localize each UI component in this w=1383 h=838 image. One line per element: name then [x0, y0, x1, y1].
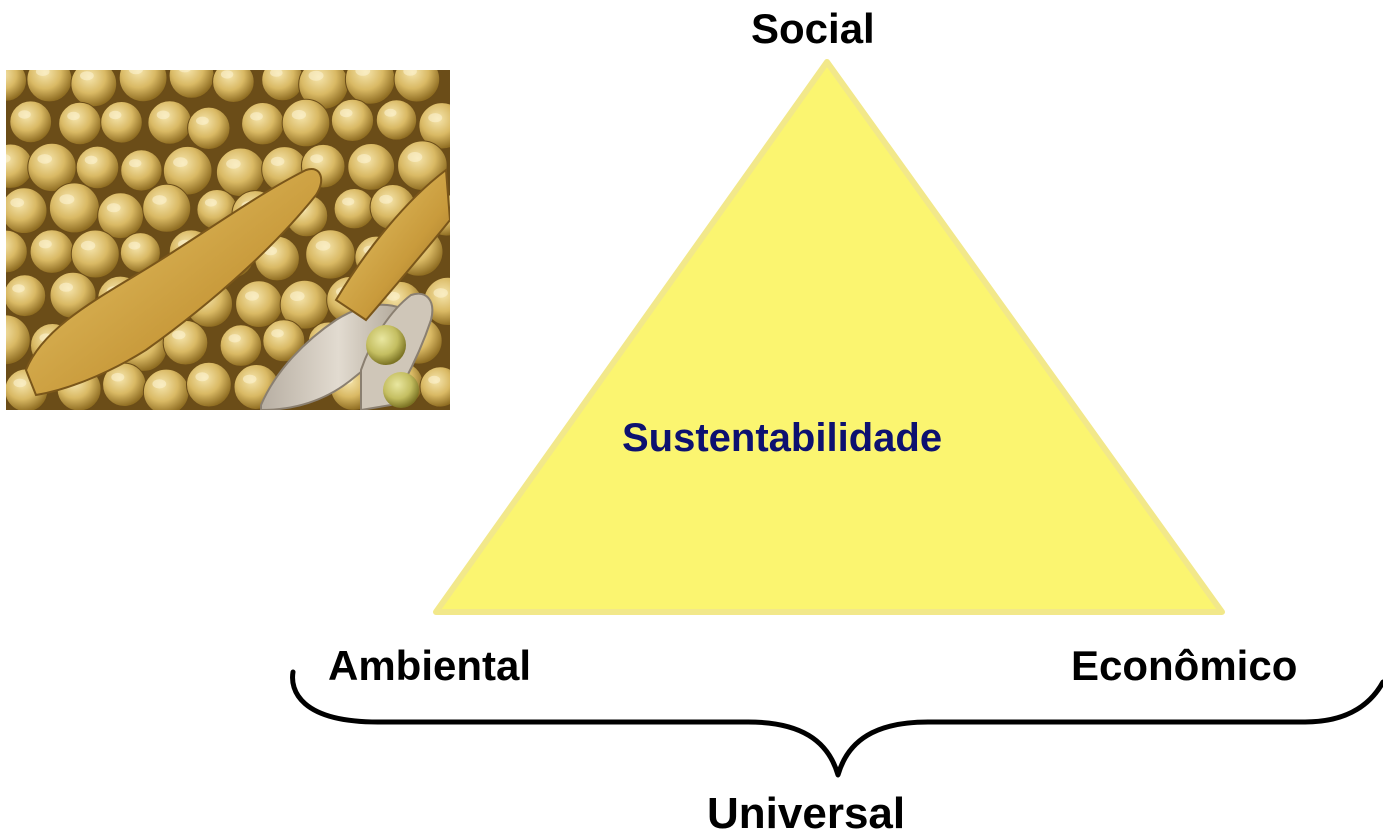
soybean [393, 70, 441, 103]
soybean-highlight [129, 159, 142, 168]
soybean-highlight [6, 154, 11, 163]
soybean-highlight [226, 158, 241, 169]
soybean-highlight [270, 156, 285, 166]
soybean-highlight [18, 110, 31, 119]
soybean-highlight [196, 116, 209, 125]
soybean [120, 149, 163, 192]
soybean-highlight [386, 291, 400, 301]
soybean-highlight [35, 70, 50, 76]
soybean [281, 98, 331, 148]
soybean-highlight [271, 329, 284, 338]
soybean-highlight [173, 157, 188, 168]
soybean [212, 70, 255, 103]
soybean [419, 366, 450, 408]
soybean-highlight [10, 198, 25, 208]
soybean-highlight [172, 330, 186, 340]
soybean-highlight [128, 241, 141, 250]
soybean-highlight [245, 291, 259, 301]
soybean-highlight [357, 154, 372, 164]
soybean-highlight [428, 113, 443, 123]
soybean [70, 229, 120, 279]
soybean [142, 183, 192, 233]
universal-label: Universal [707, 789, 906, 838]
soybean-highlight [111, 372, 125, 382]
soybean-highlight [152, 195, 167, 205]
ambiental-label: Ambiental [328, 642, 532, 689]
soybean-highlight [384, 108, 397, 117]
soybean-highlight [67, 111, 80, 121]
soybean-highlight [38, 239, 52, 249]
soybean [9, 100, 53, 144]
soybean [330, 98, 375, 143]
soybean-highlight [310, 154, 324, 163]
soybean-highlight [156, 110, 170, 120]
soybean-highlight [250, 112, 263, 121]
soybean [219, 324, 263, 367]
soybean-highlight [109, 110, 122, 120]
soybean-highlight [291, 109, 306, 120]
sustainability-triangle [433, 59, 1225, 615]
soybean-highlight [290, 291, 305, 301]
soybean-highlight [342, 197, 355, 206]
soybean-highlight [204, 198, 217, 207]
soybean-highlight [12, 284, 25, 293]
soybean-highlight [403, 70, 417, 76]
soybean-highlight [242, 374, 257, 384]
soybean-highlight [379, 194, 393, 204]
soybean-highlight [195, 372, 209, 382]
soybean-highlight [13, 378, 27, 388]
soybean-highlight [355, 70, 371, 76]
soybean [186, 361, 232, 408]
soybean-highlight [270, 70, 283, 77]
soybean-highlight [428, 375, 441, 384]
soybean [418, 102, 450, 150]
soybean-photo [6, 70, 450, 410]
soybean-highlight [80, 240, 96, 251]
soybean-highlight [59, 282, 73, 292]
soybean [6, 229, 28, 274]
soybean-highlight [339, 108, 353, 118]
sustentabilidade-label: Sustentabilidade [622, 416, 943, 460]
universal-curly-brace [290, 669, 1383, 778]
soybean-highlight [128, 70, 144, 75]
social-label: Social [751, 5, 875, 52]
soybean [6, 314, 31, 366]
soybean-highlight [106, 203, 121, 213]
soybean-highlight [80, 71, 94, 81]
soybean-highlight [178, 70, 191, 73]
soybean-highlight [407, 152, 423, 162]
soybean-highlight [315, 240, 331, 251]
soybean-highlight [37, 154, 52, 164]
soybean-highlight [228, 334, 241, 343]
soybean-highlight [433, 288, 448, 298]
soybean-highlight [308, 70, 324, 81]
soybean-highlight [220, 70, 234, 79]
soybean-highlight [152, 379, 167, 389]
economico-label: Econômico [1071, 642, 1298, 689]
soybean [118, 70, 168, 103]
soybean-highlight [59, 194, 75, 205]
soybean-highlight [84, 155, 98, 165]
